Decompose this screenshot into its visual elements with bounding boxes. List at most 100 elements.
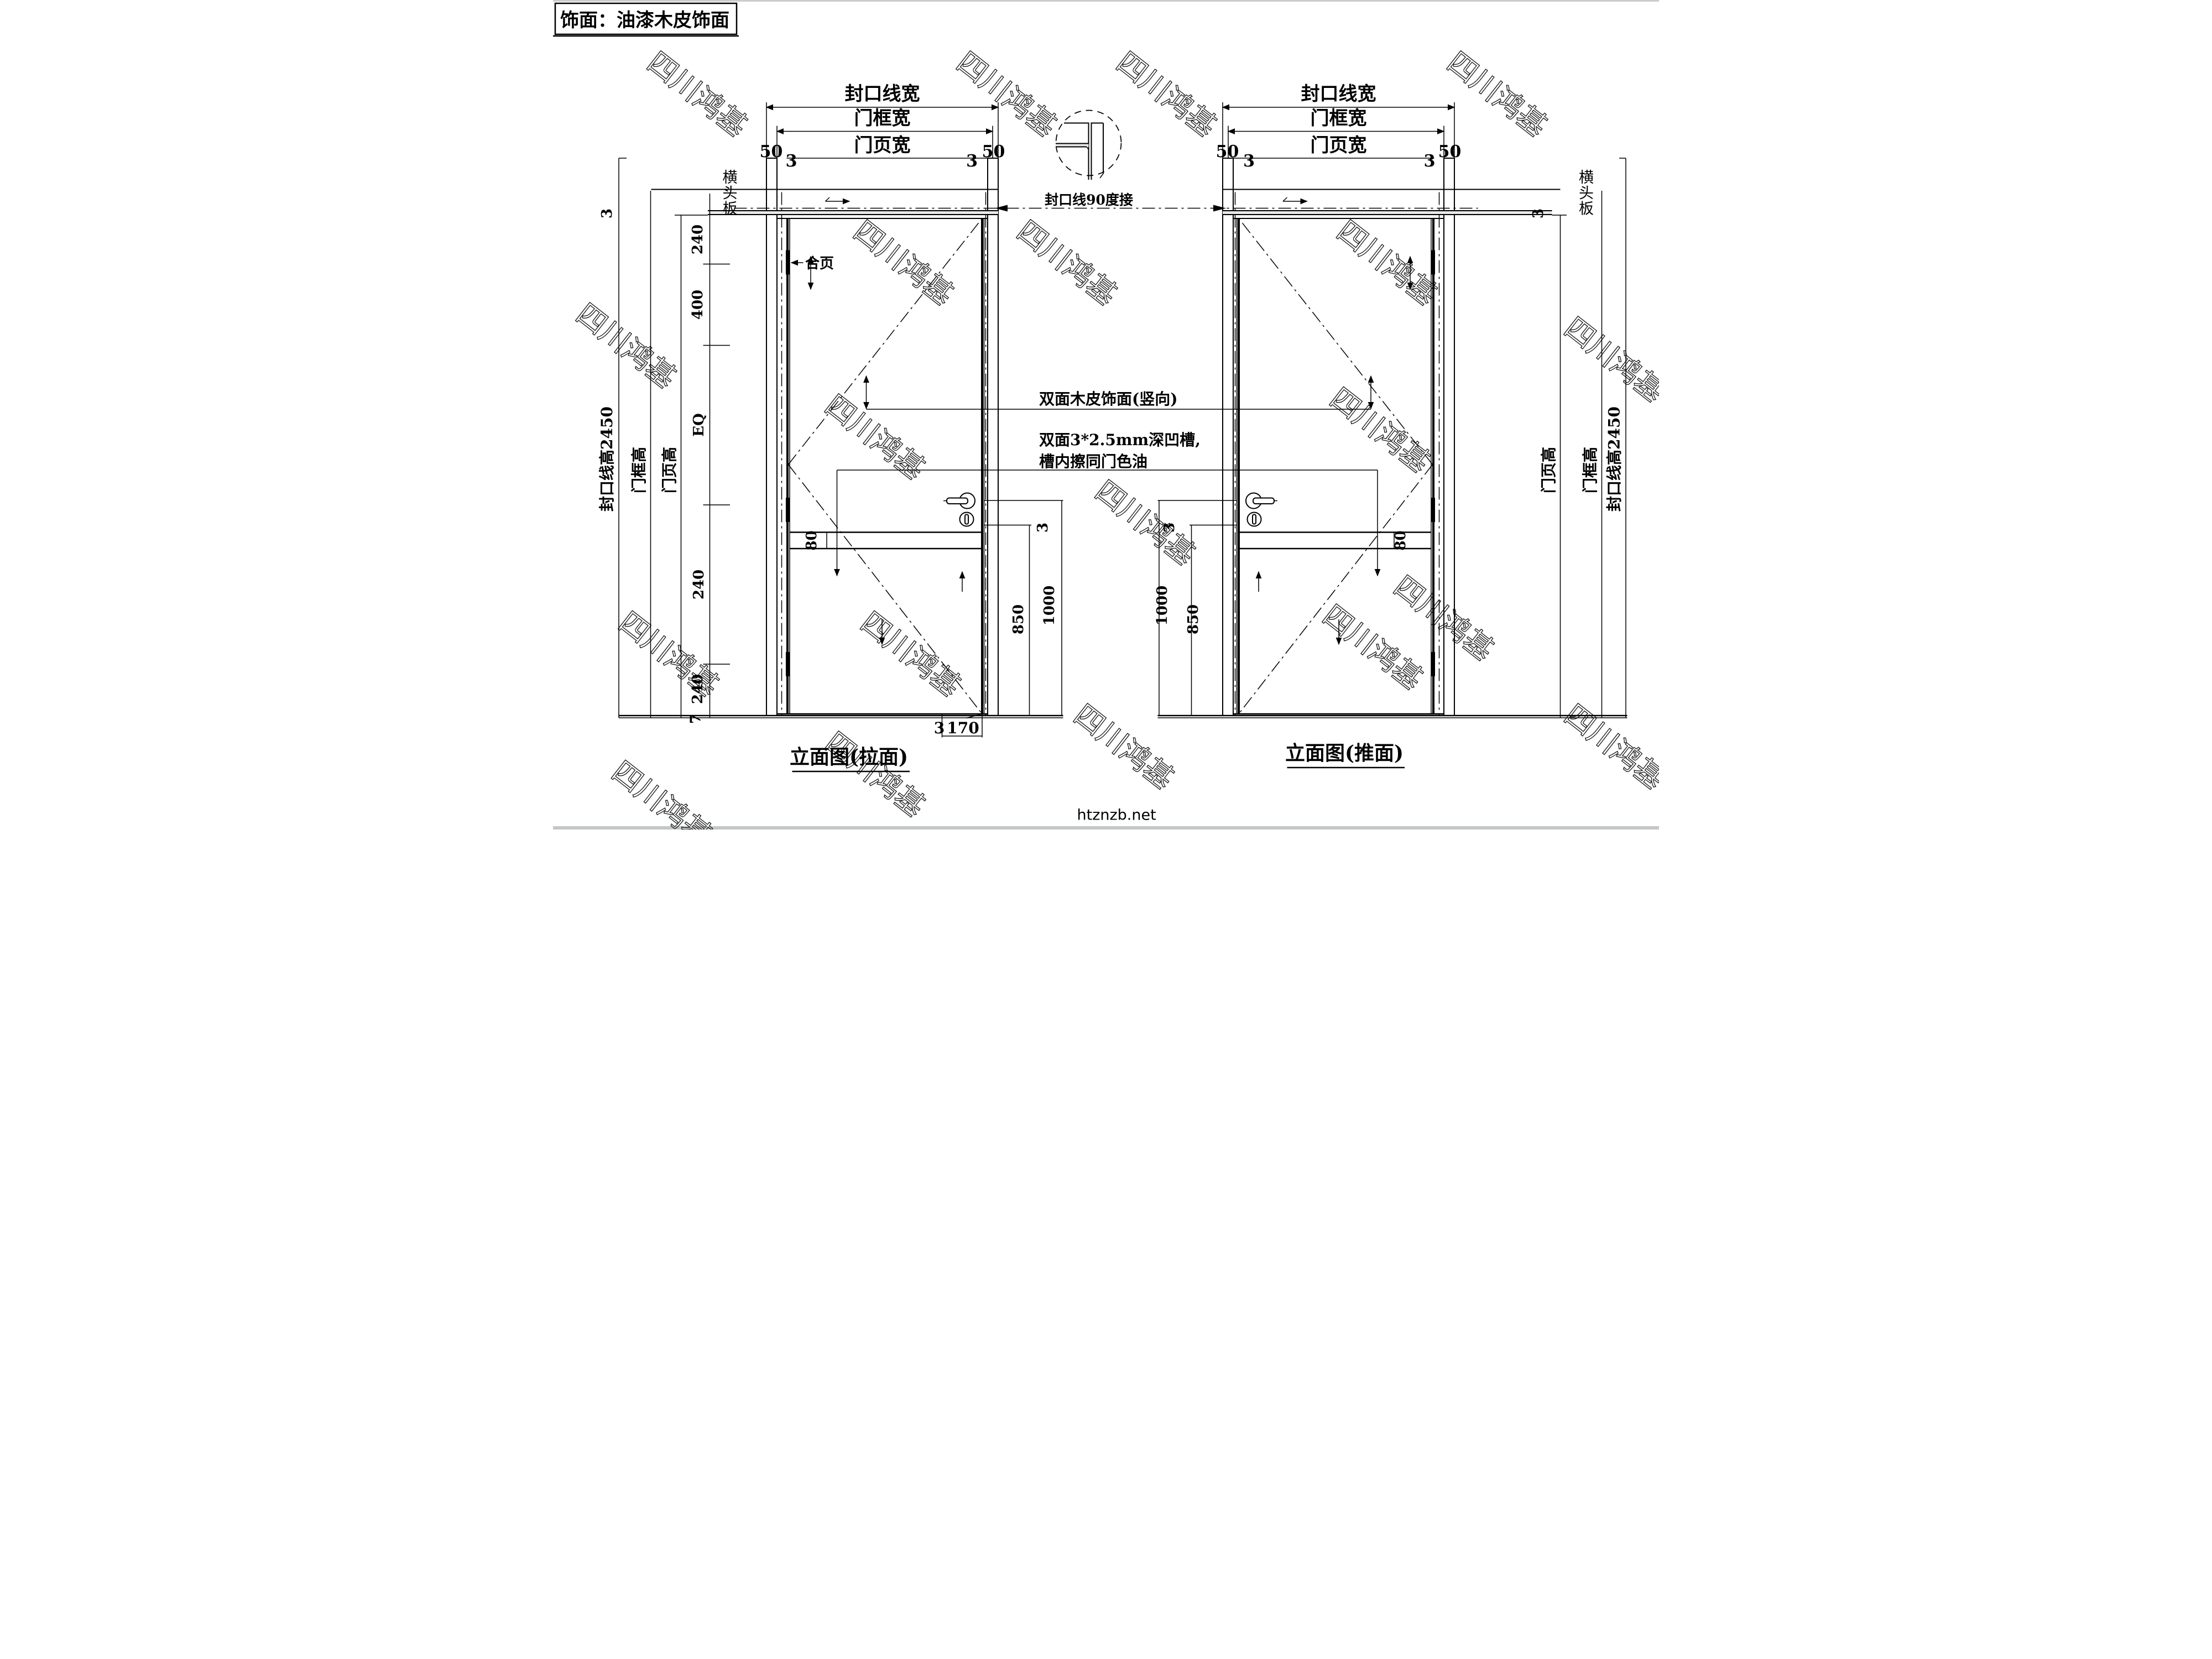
left-door-frame-lines bbox=[651, 158, 999, 716]
centerline-arrow-right bbox=[1213, 205, 1226, 212]
left-door-top-dimensions: 封口线宽 门框宽 门页宽 50 50 3 3 bbox=[760, 83, 1005, 171]
left-door-grain-arrows bbox=[825, 197, 966, 645]
dim-frame-width-right: 门框宽 bbox=[1311, 107, 1367, 129]
dim-seal-width-left: 封口线宽 bbox=[845, 83, 920, 105]
dim-240-bottom-left: 240 bbox=[690, 674, 706, 704]
left-door-side-dimensions: 3 850 1000 bbox=[983, 500, 1063, 716]
left-dimension-columns: 封口线高2450 门框高 门页高 240 400 EQ 240 240 3 7 … bbox=[598, 158, 738, 724]
veneer-annotation: 双面木皮饰面(竖向) bbox=[863, 375, 1374, 410]
watermark-text: 四川鸿基 bbox=[641, 45, 753, 143]
dim-3-right-b: 3 bbox=[1424, 152, 1436, 171]
dim-frame-width-left: 门框宽 bbox=[854, 107, 911, 129]
dim-1000-left: 1000 bbox=[1041, 586, 1058, 625]
left-floor-lines bbox=[619, 714, 1063, 718]
dim-frame-height-right: 门框高 bbox=[1581, 447, 1599, 493]
hinge-bottom-right bbox=[1431, 652, 1435, 676]
dim-850-right: 850 bbox=[1185, 604, 1202, 634]
watermark-text: 四川鸿基 bbox=[1067, 698, 1180, 796]
watermark-text: 四川鸿基 bbox=[1010, 214, 1123, 312]
drawing-page: 四川鸿基 四川鸿基 四川鸿基 四川鸿基 四川鸿基 四川鸿基 四川鸿基 四川鸿基 … bbox=[553, 0, 1659, 830]
view-titles: 立面图(拉面) 立面图(推面) bbox=[790, 742, 1405, 773]
dim-3-left-a: 3 bbox=[786, 152, 797, 171]
right-door-frame-lines bbox=[1222, 158, 1561, 716]
finish-note-box: 饰面：油漆木皮饰面 bbox=[553, 2, 739, 37]
corner-detail-label: 封口线90度接 bbox=[1045, 192, 1133, 208]
dim-3-left-b: 3 bbox=[966, 152, 978, 171]
right-floor-lines bbox=[1157, 714, 1627, 718]
watermark-text: 四川鸿基 bbox=[847, 214, 959, 312]
left-door-bottom-rail: 80 bbox=[790, 530, 982, 551]
dim-leaf-width-right: 门页宽 bbox=[1311, 134, 1367, 156]
left-door-handle bbox=[943, 492, 975, 527]
left-door-elevation: 封口线宽 门框宽 门页宽 50 50 3 3 bbox=[651, 83, 1063, 738]
scan-edge-bottom bbox=[553, 826, 1659, 830]
dim-eq-upper-left: EQ bbox=[691, 413, 707, 436]
dim-seal-height-right: 封口线高2450 bbox=[1605, 406, 1624, 512]
dim-3-bottom-left: 3 bbox=[934, 719, 945, 737]
watermark-text: 四川鸿基 bbox=[950, 45, 1062, 143]
dim-eq-lower-left: 240 bbox=[691, 570, 707, 599]
right-door-bottom-rail: 80 bbox=[1239, 530, 1431, 551]
watermark-text: 四川鸿基 bbox=[854, 606, 967, 703]
dim-3-right-a: 3 bbox=[1243, 152, 1255, 171]
right-dimension-columns: 门页高 门框高 封口线高2450 3 横头板 bbox=[1530, 158, 1626, 718]
right-door-elevation: 封口线宽 门框宽 门页宽 50 50 3 3 bbox=[1154, 83, 1561, 716]
head-centerline bbox=[734, 205, 1478, 212]
groove-note-line1: 双面3*2.5mm深凹槽, bbox=[1039, 431, 1201, 449]
hinge-top bbox=[786, 250, 790, 275]
dim-3-groove-left: 3 bbox=[1035, 523, 1051, 533]
watermark-text: 四川鸿基 bbox=[570, 297, 682, 395]
dim-leaf-width-left: 门页宽 bbox=[854, 134, 911, 156]
watermark-text: 四川鸿基 bbox=[1441, 45, 1553, 143]
right-door-leaf bbox=[1233, 192, 1444, 716]
keyhole-slot-right bbox=[1252, 514, 1256, 525]
dim-80-right: 80 bbox=[1392, 530, 1409, 550]
right-door-handle bbox=[1245, 492, 1277, 527]
left-view-title: 立面图(拉面) bbox=[790, 745, 908, 769]
centerline-arrow-left bbox=[995, 205, 1008, 212]
dim-frame-height-left: 门框高 bbox=[630, 447, 648, 493]
door-elevation-drawing: 四川鸿基 四川鸿基 四川鸿基 四川鸿基 四川鸿基 四川鸿基 四川鸿基 四川鸿基 … bbox=[553, 0, 1659, 830]
dim-7-left: 7 bbox=[688, 714, 705, 724]
right-door-grain-arrows bbox=[1255, 197, 1342, 645]
head-board-label-left: 横头板 bbox=[723, 169, 738, 218]
veneer-note: 双面木皮饰面(竖向) bbox=[1039, 390, 1178, 408]
dim-3-groove-right: 3 bbox=[1161, 523, 1178, 533]
left-door-leaf bbox=[777, 192, 988, 716]
watermark-text: 四川鸿基 bbox=[612, 606, 724, 703]
hinge-middle-right bbox=[1431, 498, 1435, 522]
dim-240-top-left: 240 bbox=[690, 225, 706, 254]
scan-edge-top bbox=[553, 0, 1659, 2]
hinge-label: 合页 bbox=[805, 255, 834, 272]
dim-3-top-left: 3 bbox=[599, 208, 615, 218]
handle-lever-right bbox=[1253, 497, 1275, 504]
left-door-head-board bbox=[708, 210, 998, 219]
watermark-text: 四川鸿基 bbox=[1089, 474, 1201, 572]
hinge-middle bbox=[786, 498, 790, 522]
finish-note-label: 饰面：油漆木皮饰面 bbox=[560, 9, 729, 32]
dim-leaf-height-left: 门页高 bbox=[660, 447, 679, 493]
keyhole-slot bbox=[964, 514, 969, 525]
dim-seal-height-left: 封口线高2450 bbox=[598, 406, 616, 512]
groove-annotation: 双面3*2.5mm深凹槽, 槽内擦同门色油 bbox=[834, 431, 1381, 577]
dim-400-left: 400 bbox=[690, 290, 706, 320]
watermark-text: 四川鸿基 bbox=[1558, 311, 1659, 409]
right-door-head-board bbox=[1223, 210, 1552, 219]
watermark-text: 四川鸿基 bbox=[1558, 698, 1659, 796]
right-door-side-dimensions: 3 850 1000 bbox=[1154, 500, 1238, 716]
left-door-hinges: 合页 bbox=[786, 250, 834, 676]
head-board-label-right: 横头板 bbox=[1579, 169, 1594, 218]
groove-note-line2: 槽内擦同门色油 bbox=[1039, 452, 1147, 471]
site-footer: htznzb.net bbox=[1077, 807, 1156, 824]
watermark-text: 四川鸿基 bbox=[1110, 45, 1222, 143]
dim-1000-right: 1000 bbox=[1154, 586, 1171, 625]
dim-seal-width-right: 封口线宽 bbox=[1301, 83, 1376, 105]
watermark-text: 四川鸿基 bbox=[606, 755, 718, 830]
right-door-top-dimensions: 封口线宽 门框宽 门页宽 50 50 3 3 bbox=[1216, 83, 1462, 171]
hinge-bottom bbox=[786, 652, 790, 676]
dim-3-top-right: 3 bbox=[1530, 208, 1547, 218]
watermark-text: 四川鸿基 bbox=[818, 726, 931, 823]
hinge-top-right bbox=[1431, 250, 1435, 275]
dim-170-left: 170 bbox=[947, 719, 979, 737]
watermark-text: 四川鸿基 bbox=[1323, 382, 1436, 479]
